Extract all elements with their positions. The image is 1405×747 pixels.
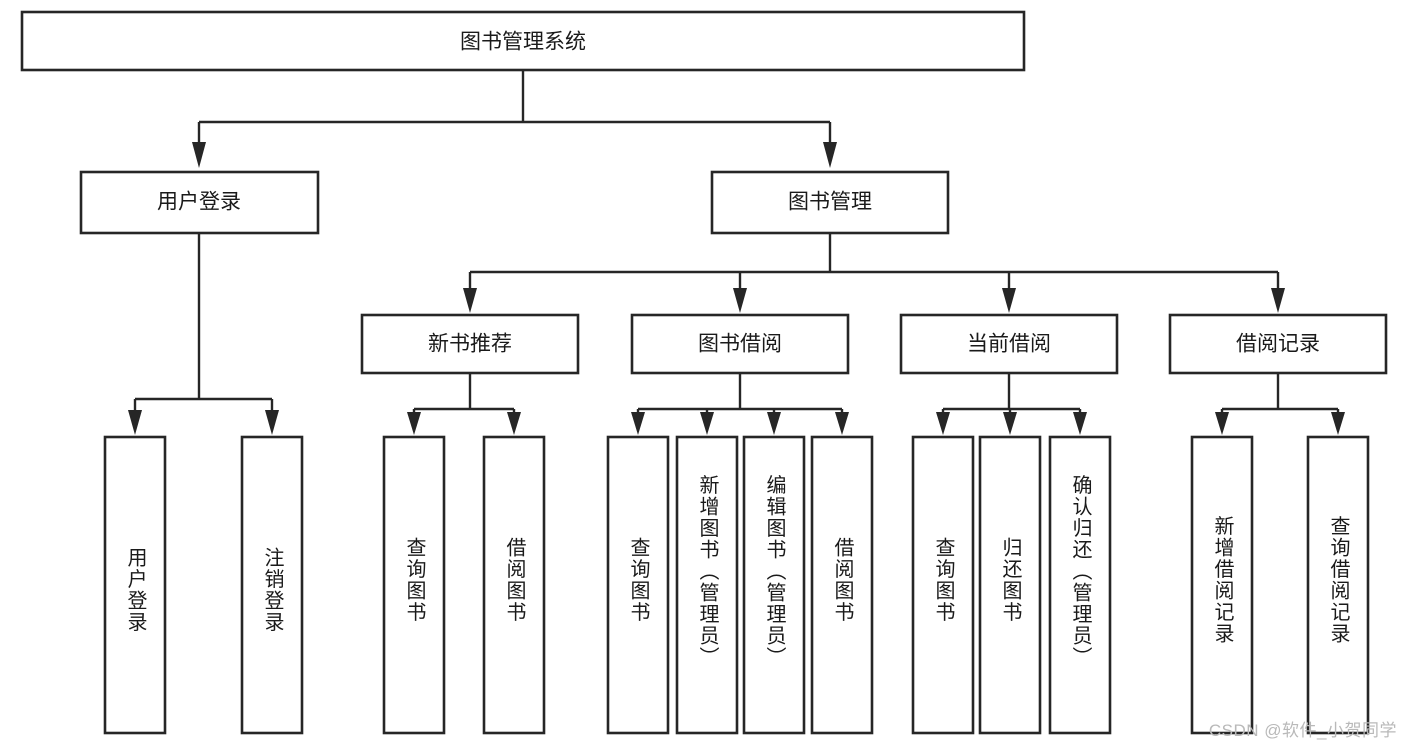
node-book-borrow-label: 图书借阅 bbox=[698, 333, 782, 356]
connector-group-borrow-record bbox=[1215, 373, 1345, 435]
node-leaf-add-record[interactable]: 新增借阅记录 bbox=[1190, 435, 1254, 735]
node-leaf-logout-login-rect[interactable] bbox=[240, 435, 304, 735]
node-book-manage-rect[interactable] bbox=[710, 170, 950, 235]
node-leaf-edit-book-rect[interactable] bbox=[742, 435, 806, 735]
node-leaf-logout-login-label: 注销登录 bbox=[261, 547, 284, 633]
connector-group-current-borrow bbox=[936, 373, 1087, 435]
node-book-borrow-rect[interactable] bbox=[630, 313, 850, 375]
node-root-label: 图书管理系统 bbox=[460, 31, 586, 54]
arrow-head-new-book-recommend bbox=[463, 288, 477, 313]
node-leaf-borrow-book-2-rect[interactable] bbox=[810, 435, 874, 735]
connector-group-book-manage bbox=[463, 233, 1285, 313]
node-new-book-recommend-label: 新书推荐 bbox=[428, 333, 512, 356]
node-borrow-record-label: 借阅记录 bbox=[1236, 333, 1320, 356]
node-book-borrow[interactable]: 图书借阅 bbox=[630, 313, 850, 375]
arrow-head-leaf-query-book-3 bbox=[936, 412, 950, 435]
node-current-borrow[interactable]: 当前借阅 bbox=[899, 313, 1119, 375]
arrow-head-book-manage bbox=[823, 142, 837, 168]
connector-group-root bbox=[192, 71, 837, 168]
arrow-head-leaf-edit-book bbox=[767, 412, 781, 435]
node-leaf-query-book-3-rect[interactable] bbox=[911, 435, 975, 735]
node-user-login-rect[interactable] bbox=[79, 170, 320, 235]
node-user-login[interactable]: 用户登录 bbox=[79, 170, 320, 235]
node-leaf-borrow-book-2-label: 借阅图书 bbox=[831, 537, 854, 623]
arrow-head-leaf-logout-login bbox=[265, 410, 279, 435]
arrow-head-current-borrow bbox=[1002, 288, 1016, 313]
node-leaf-query-book-1-rect[interactable] bbox=[382, 435, 446, 735]
node-leaf-confirm-return-rect[interactable] bbox=[1048, 435, 1112, 735]
node-leaf-query-book-1[interactable]: 查询图书 bbox=[382, 435, 446, 735]
connector-group-new-book-recommend bbox=[407, 373, 521, 435]
node-leaf-return-book[interactable]: 归还图书 bbox=[978, 435, 1042, 735]
node-leaf-edit-book-label: 编辑图书（管理员） bbox=[763, 474, 786, 668]
node-leaf-add-book[interactable]: 新增图书（管理员） bbox=[675, 435, 739, 735]
node-leaf-logout-login[interactable]: 注销登录 bbox=[240, 435, 304, 735]
node-leaf-edit-book[interactable]: 编辑图书（管理员） bbox=[742, 435, 806, 735]
node-book-manage[interactable]: 图书管理 bbox=[710, 170, 950, 235]
node-leaf-query-book-2[interactable]: 查询图书 bbox=[606, 435, 670, 735]
arrow-head-leaf-user-login bbox=[128, 410, 142, 435]
arrow-head-leaf-add-book bbox=[700, 412, 714, 435]
node-leaf-user-login-rect[interactable] bbox=[103, 435, 167, 735]
node-borrow-record[interactable]: 借阅记录 bbox=[1168, 313, 1388, 375]
node-new-book-recommend-rect[interactable] bbox=[360, 313, 580, 375]
arrow-head-leaf-query-book-2 bbox=[631, 412, 645, 435]
node-leaf-query-book-1-label: 查询图书 bbox=[403, 537, 426, 623]
arrow-head-user-login bbox=[192, 142, 206, 168]
node-leaf-borrow-book-1[interactable]: 借阅图书 bbox=[482, 435, 546, 735]
node-leaf-query-record-rect[interactable] bbox=[1306, 435, 1370, 735]
node-leaf-borrow-book-2[interactable]: 借阅图书 bbox=[810, 435, 874, 735]
arrow-head-leaf-query-book-1 bbox=[407, 412, 421, 435]
arrow-head-leaf-return-book bbox=[1003, 412, 1017, 435]
node-current-borrow-label: 当前借阅 bbox=[967, 333, 1051, 356]
arrow-head-borrow-record bbox=[1271, 288, 1285, 313]
node-root[interactable]: 图书管理系统 bbox=[20, 10, 1026, 72]
node-leaf-query-record-label: 查询借阅记录 bbox=[1327, 515, 1350, 644]
node-leaf-query-book-2-rect[interactable] bbox=[606, 435, 670, 735]
connector-group-user-login bbox=[128, 233, 279, 435]
node-leaf-query-record[interactable]: 查询借阅记录 bbox=[1306, 435, 1370, 735]
connector-group-book-borrow bbox=[631, 373, 849, 435]
node-leaf-borrow-book-1-label: 借阅图书 bbox=[503, 537, 526, 623]
node-book-manage-label: 图书管理 bbox=[788, 191, 872, 214]
node-root-rect[interactable] bbox=[20, 10, 1026, 72]
node-leaf-add-record-label: 新增借阅记录 bbox=[1211, 515, 1234, 644]
node-leaf-query-book-3-label: 查询图书 bbox=[932, 537, 955, 623]
node-current-borrow-rect[interactable] bbox=[899, 313, 1119, 375]
arrow-head-leaf-query-record bbox=[1331, 412, 1345, 435]
node-leaf-confirm-return-label: 确认归还（管理员） bbox=[1069, 474, 1092, 668]
arrow-head-leaf-confirm-return bbox=[1073, 412, 1087, 435]
node-leaf-query-book-2-label: 查询图书 bbox=[627, 537, 650, 623]
arrow-head-book-borrow bbox=[733, 288, 747, 313]
node-leaf-user-login-label: 用户登录 bbox=[124, 547, 147, 633]
node-new-book-recommend[interactable]: 新书推荐 bbox=[360, 313, 580, 375]
node-leaf-add-book-rect[interactable] bbox=[675, 435, 739, 735]
node-leaf-borrow-book-1-rect[interactable] bbox=[482, 435, 546, 735]
node-leaf-return-book-rect[interactable] bbox=[978, 435, 1042, 735]
arrow-head-leaf-borrow-book-2 bbox=[835, 412, 849, 435]
node-borrow-record-rect[interactable] bbox=[1168, 313, 1388, 375]
node-leaf-query-book-3[interactable]: 查询图书 bbox=[911, 435, 975, 735]
arrow-head-leaf-add-record bbox=[1215, 412, 1229, 435]
node-leaf-confirm-return[interactable]: 确认归还（管理员） bbox=[1048, 435, 1112, 735]
node-leaf-user-login[interactable]: 用户登录 bbox=[103, 435, 167, 735]
node-leaf-return-book-label: 归还图书 bbox=[999, 537, 1022, 623]
node-leaf-add-record-rect[interactable] bbox=[1190, 435, 1254, 735]
node-user-login-label: 用户登录 bbox=[157, 191, 241, 214]
node-leaf-add-book-label: 新增图书（管理员） bbox=[696, 474, 719, 668]
arrow-head-leaf-borrow-book-1 bbox=[507, 412, 521, 435]
